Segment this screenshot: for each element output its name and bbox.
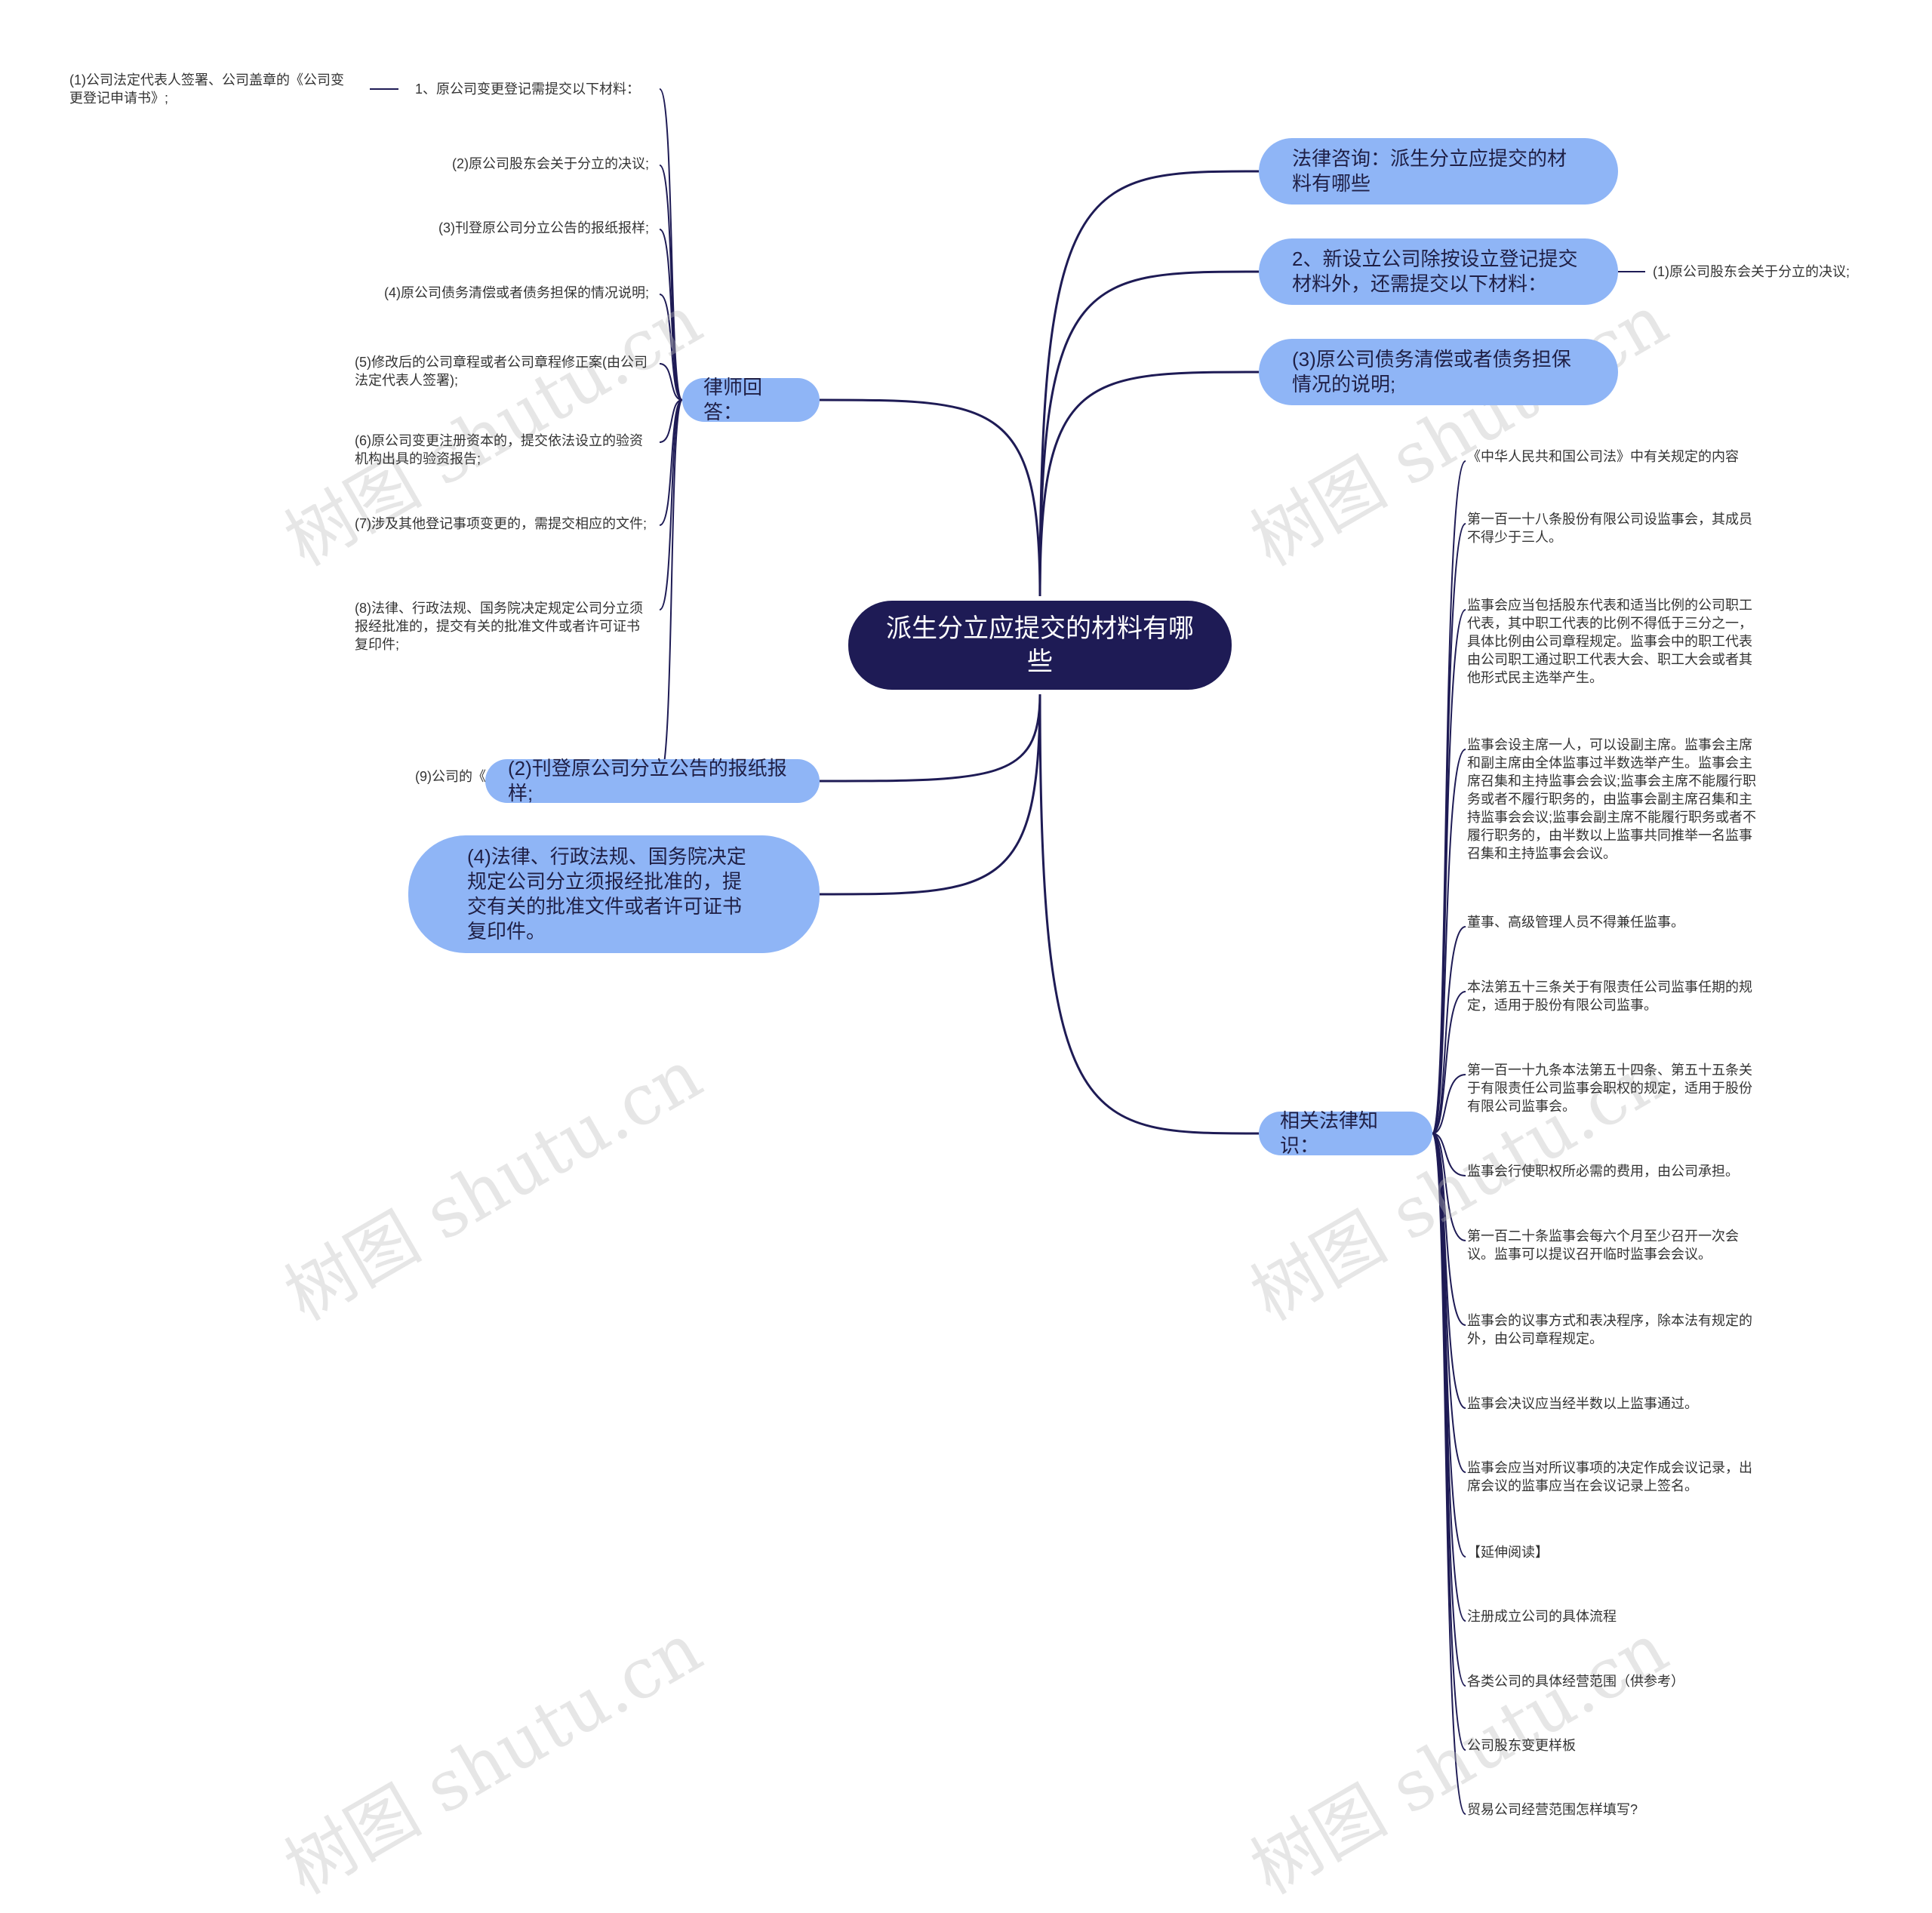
branch-consult[interactable]: 法律咨询：派生分立应提交的材料有哪些	[1259, 138, 1618, 205]
law-item: 第一百一十九条本法第五十四条、第五十五条关于有限责任公司监事会职权的规定，适用于…	[1467, 1063, 1752, 1114]
lawyer-item: (4)原公司债务清偿或者债务担保的情况说明;	[384, 285, 649, 300]
law-item: 第一百二十条监事会每六个月至少召开一次会议。监事可以提议召开临时监事会会议。	[1467, 1229, 1739, 1262]
connector-line	[659, 294, 683, 401]
lawyer-first-child: (1)公司法定代表人签署、公司盖章的《公司变更登记申请书》;	[69, 72, 344, 106]
connector-line	[659, 88, 683, 401]
connector-line	[1432, 926, 1466, 1134]
center-topic[interactable]: 派生分立应提交的材料有哪些	[848, 601, 1232, 690]
law-item: 监事会应当对所议事项的决定作成会议记录，出席会议的监事应当在会议记录上签名。	[1467, 1460, 1752, 1493]
law-item: 监事会决议应当经半数以上监事通过。	[1467, 1396, 1698, 1411]
connector-line	[1432, 1133, 1466, 1751]
law-item: 监事会行使职权所必需的费用，由公司承担。	[1467, 1164, 1739, 1179]
connector-line	[1038, 694, 1260, 1135]
connector-line	[819, 694, 1041, 896]
connector-line	[1432, 1133, 1466, 1176]
branch-debt[interactable]: (3)原公司债务清偿或者债务担保情况的说明;	[1259, 339, 1618, 405]
lawyer-item: (3)刊登原公司分立公告的报纸报样;	[438, 220, 649, 235]
law-item: 监事会设主席一人，可以设副主席。监事会主席和副主席由全体监事过半数选举产生。监事…	[1467, 737, 1756, 861]
lawyer-item: (7)涉及其他登记事项变更的，需提交相应的文件;	[355, 516, 647, 531]
connector-line	[659, 399, 683, 610]
new-company-child: (1)原公司股东会关于分立的决议;	[1653, 264, 1850, 279]
connector-line	[1432, 1074, 1466, 1134]
connector-line	[659, 399, 683, 779]
law-item: 本法第五十三条关于有限责任公司监事任期的规定，适用于股份有限公司监事。	[1467, 980, 1752, 1013]
lawyer-item: (5)修改后的公司章程或者公司章程修正案(由公司法定代表人签署);	[355, 355, 648, 388]
law-item: 各类公司的具体经营范围（供参考）	[1467, 1674, 1684, 1689]
law-item: 监事会应当包括股东代表和适当比例的公司职工代表，其中职工代表的比例不得低于三分之…	[1467, 598, 1752, 685]
connector-line	[1038, 371, 1260, 597]
connector-line	[659, 399, 683, 526]
connector-line	[659, 363, 683, 401]
law-item: 监事会的议事方式和表决程序，除本法有规定的外，由公司章程规定。	[1467, 1313, 1752, 1346]
connector-line	[1432, 1133, 1466, 1326]
branch-lawyer[interactable]: 律师回答：	[682, 376, 820, 423]
connector-line	[659, 399, 683, 443]
law-item: 注册成立公司的具体流程	[1467, 1609, 1617, 1624]
branch-approval[interactable]: (4)法律、行政法规、国务院决定规定公司分立须报经批准的，提交有关的批准文件或者…	[408, 835, 820, 953]
branch-new-company[interactable]: 2、新设立公司除按设立登记提交材料外，还需提交以下材料：	[1259, 238, 1618, 305]
law-item: 董事、高级管理人员不得兼任监事。	[1467, 915, 1684, 930]
law-item: 《中华人民共和国公司法》中有关规定的内容	[1467, 449, 1739, 464]
connector-line	[1432, 609, 1466, 1134]
branch-law[interactable]: 相关法律知识：	[1259, 1109, 1432, 1157]
branch-newspaper[interactable]: (2)刊登原公司分立公告的报纸报样;	[485, 757, 820, 804]
law-item: 第一百一十八条股份有限公司设监事会，其成员不得少于三人。	[1467, 512, 1752, 545]
connector-line	[1432, 749, 1466, 1134]
lawyer-first-item: 1、原公司变更登记需提交以下材料：	[414, 82, 640, 97]
connector-line	[1432, 1133, 1466, 1241]
connector-line	[659, 229, 683, 401]
connector-line	[1432, 1133, 1466, 1815]
connector-line	[819, 694, 1041, 783]
lawyer-item: (6)原公司变更注册资本的，提交依法设立的验资机构出具的验资报告;	[355, 433, 643, 466]
connector-line	[1038, 270, 1260, 597]
law-item: 【延伸阅读】	[1467, 1545, 1549, 1560]
connector-line	[819, 398, 1041, 597]
law-item: 公司股东变更样板	[1467, 1738, 1576, 1753]
connector-line	[1038, 170, 1260, 597]
lawyer-item: (2)原公司股东会关于分立的决议;	[452, 156, 649, 171]
connector-line	[1432, 991, 1466, 1134]
law-item: 贸易公司经营范围怎样填写?	[1467, 1802, 1638, 1817]
lawyer-item: (8)法律、行政法规、国务院决定规定公司分立须报经批准的，提交有关的批准文件或者…	[355, 601, 643, 652]
